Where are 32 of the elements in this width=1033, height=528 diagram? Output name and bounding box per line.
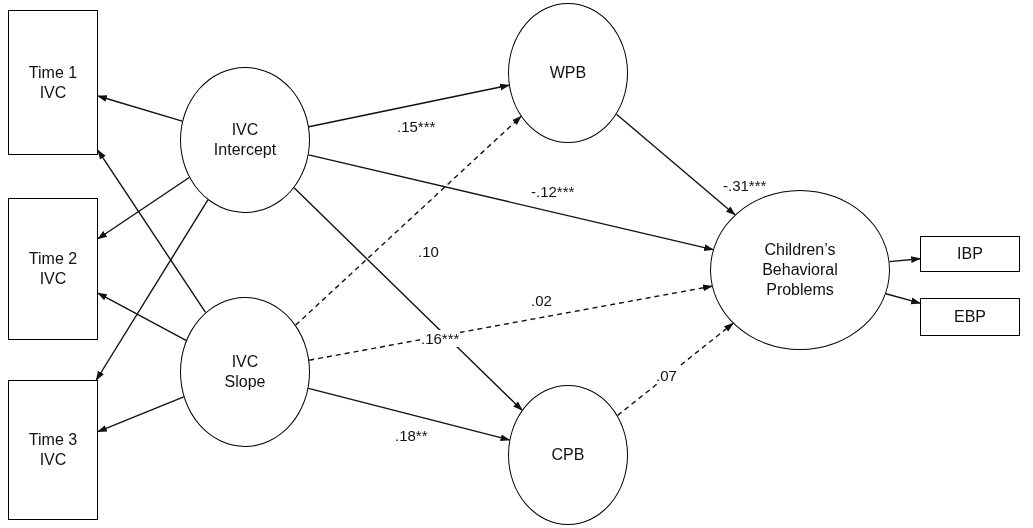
observed-variable-box — [920, 236, 1020, 272]
edge-label: .07 — [655, 367, 678, 384]
observed-variable-box — [920, 298, 1020, 336]
arrow — [888, 256, 921, 263]
node-label: CPB — [551, 445, 585, 465]
node-label: Time 2 IVC — [27, 249, 79, 289]
arrow — [97, 396, 185, 433]
node-label: IVC Intercept — [212, 120, 278, 160]
arrow — [616, 322, 734, 417]
arrow — [308, 83, 510, 128]
arrow — [95, 199, 209, 381]
node-label: Children’s Behavioral Problems — [761, 240, 839, 300]
arrow — [295, 115, 522, 326]
edge-label: .16*** — [420, 330, 461, 347]
arrow — [97, 176, 190, 240]
arrow — [97, 95, 183, 122]
node-label: Time 3 IVC — [27, 430, 79, 470]
node-label: IBP — [957, 244, 983, 264]
arrow — [307, 387, 511, 442]
arrow — [308, 284, 713, 361]
node-label: EBP — [954, 307, 986, 327]
node-label: WPB — [549, 63, 587, 83]
observed-variable-box — [8, 380, 98, 520]
node-label: IVC Slope — [223, 352, 267, 392]
arrow — [307, 154, 714, 251]
node-label: Time 1 IVC — [27, 62, 79, 103]
arrow — [885, 293, 921, 305]
observed-variable-box — [8, 198, 98, 340]
arrow — [97, 292, 187, 342]
observed-variable-box — [8, 10, 98, 155]
arrow — [293, 187, 523, 411]
arrow — [615, 113, 736, 216]
